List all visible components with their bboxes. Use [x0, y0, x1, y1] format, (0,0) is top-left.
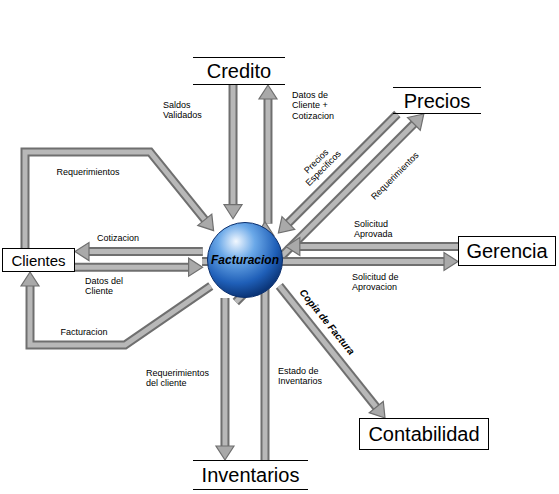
arrow-head [278, 217, 294, 233]
entity-band: Credito [193, 57, 285, 85]
arrow-shaft-edge [288, 114, 398, 224]
flow-label: Requerimientos [56, 167, 119, 177]
node-title: Facturacion [211, 254, 279, 266]
flow-label: Requerimientos del cliente [146, 368, 214, 389]
entity-band: Precios [393, 87, 481, 114]
arrow-head [444, 253, 458, 271]
flow-label: Solicitud Aprovada [354, 219, 402, 240]
flow-arrow [21, 272, 211, 345]
arrow-head [21, 272, 39, 286]
node-title: Credito [207, 61, 271, 81]
arrow-shaft-fill [299, 244, 458, 249]
arrow-shaft-edge [279, 286, 377, 408]
flow-arrow [216, 298, 234, 460]
arrow-shaft-fill [231, 85, 236, 206]
flow-arrow [278, 114, 397, 233]
flow-label: Estado de Inventarios [278, 366, 328, 387]
arrow-head [216, 446, 234, 460]
arrow-head [75, 243, 89, 261]
arrow-shaft-fill [88, 249, 203, 254]
node-title: Contabilidad [368, 424, 479, 444]
flow-label: Saldos Validados [163, 100, 209, 121]
flow-arrow [25, 152, 214, 248]
flow-label: Precios Especificos [294, 139, 345, 190]
arrow-shaft-fill [288, 114, 398, 224]
arrow-shaft-edge [25, 152, 205, 248]
node-title: Gerencia [466, 241, 547, 261]
process-circle: Facturacion [207, 222, 283, 298]
arrow-shaft-fill [30, 285, 211, 345]
flow-arrow [75, 243, 203, 261]
arrow-head [286, 238, 300, 256]
flow-arrow [286, 238, 458, 256]
flow-arrow [75, 258, 203, 276]
node-title: Precios [404, 91, 471, 111]
flow-label: Datos del Cliente [85, 276, 131, 297]
flow-label: Cotizacion [97, 233, 139, 243]
arrow-head [224, 205, 242, 219]
arrow-head [369, 401, 385, 418]
flow-label: Datos de Cliente + Cotizacion [292, 90, 340, 121]
arrow-shaft-fill [265, 98, 270, 224]
entity-box: Contabilidad [359, 418, 489, 450]
arrow-shaft-edge [75, 263, 190, 272]
node-title: Inventarios [202, 465, 300, 485]
arrow-shaft-fill [25, 152, 205, 248]
arrow-shaft-fill [75, 265, 190, 270]
arrow-head [189, 258, 203, 276]
sphere-outline [208, 223, 283, 298]
entity-box: Clientes [2, 248, 75, 272]
arrow-shaft-edge [220, 298, 229, 447]
flow-arrow [279, 286, 385, 418]
arrow-shaft-edge [263, 98, 272, 224]
flow-label: Copia de Factura [297, 287, 357, 357]
node-title: Clientes [11, 253, 65, 268]
arrow-shaft-fill [222, 298, 227, 447]
arrow-head [259, 85, 277, 99]
flow-arrow [259, 85, 277, 224]
entity-box: Gerencia [458, 236, 556, 266]
arrow-head [408, 114, 424, 130]
flow-label: Requerimientos [369, 150, 421, 202]
arrow-head [198, 214, 214, 231]
entity-band: Inventarios [193, 460, 308, 490]
arrow-shaft-edge [88, 247, 203, 256]
flow-label: Facturacion [60, 327, 107, 337]
flow-label: Solicitud de Aprovacion [352, 272, 408, 293]
arrow-shaft-edge [30, 285, 211, 345]
arrow-shaft-edge [229, 85, 238, 206]
arrow-shaft-edge [299, 242, 458, 251]
arrow-shaft-fill [279, 286, 377, 408]
flow-arrow [224, 85, 242, 219]
